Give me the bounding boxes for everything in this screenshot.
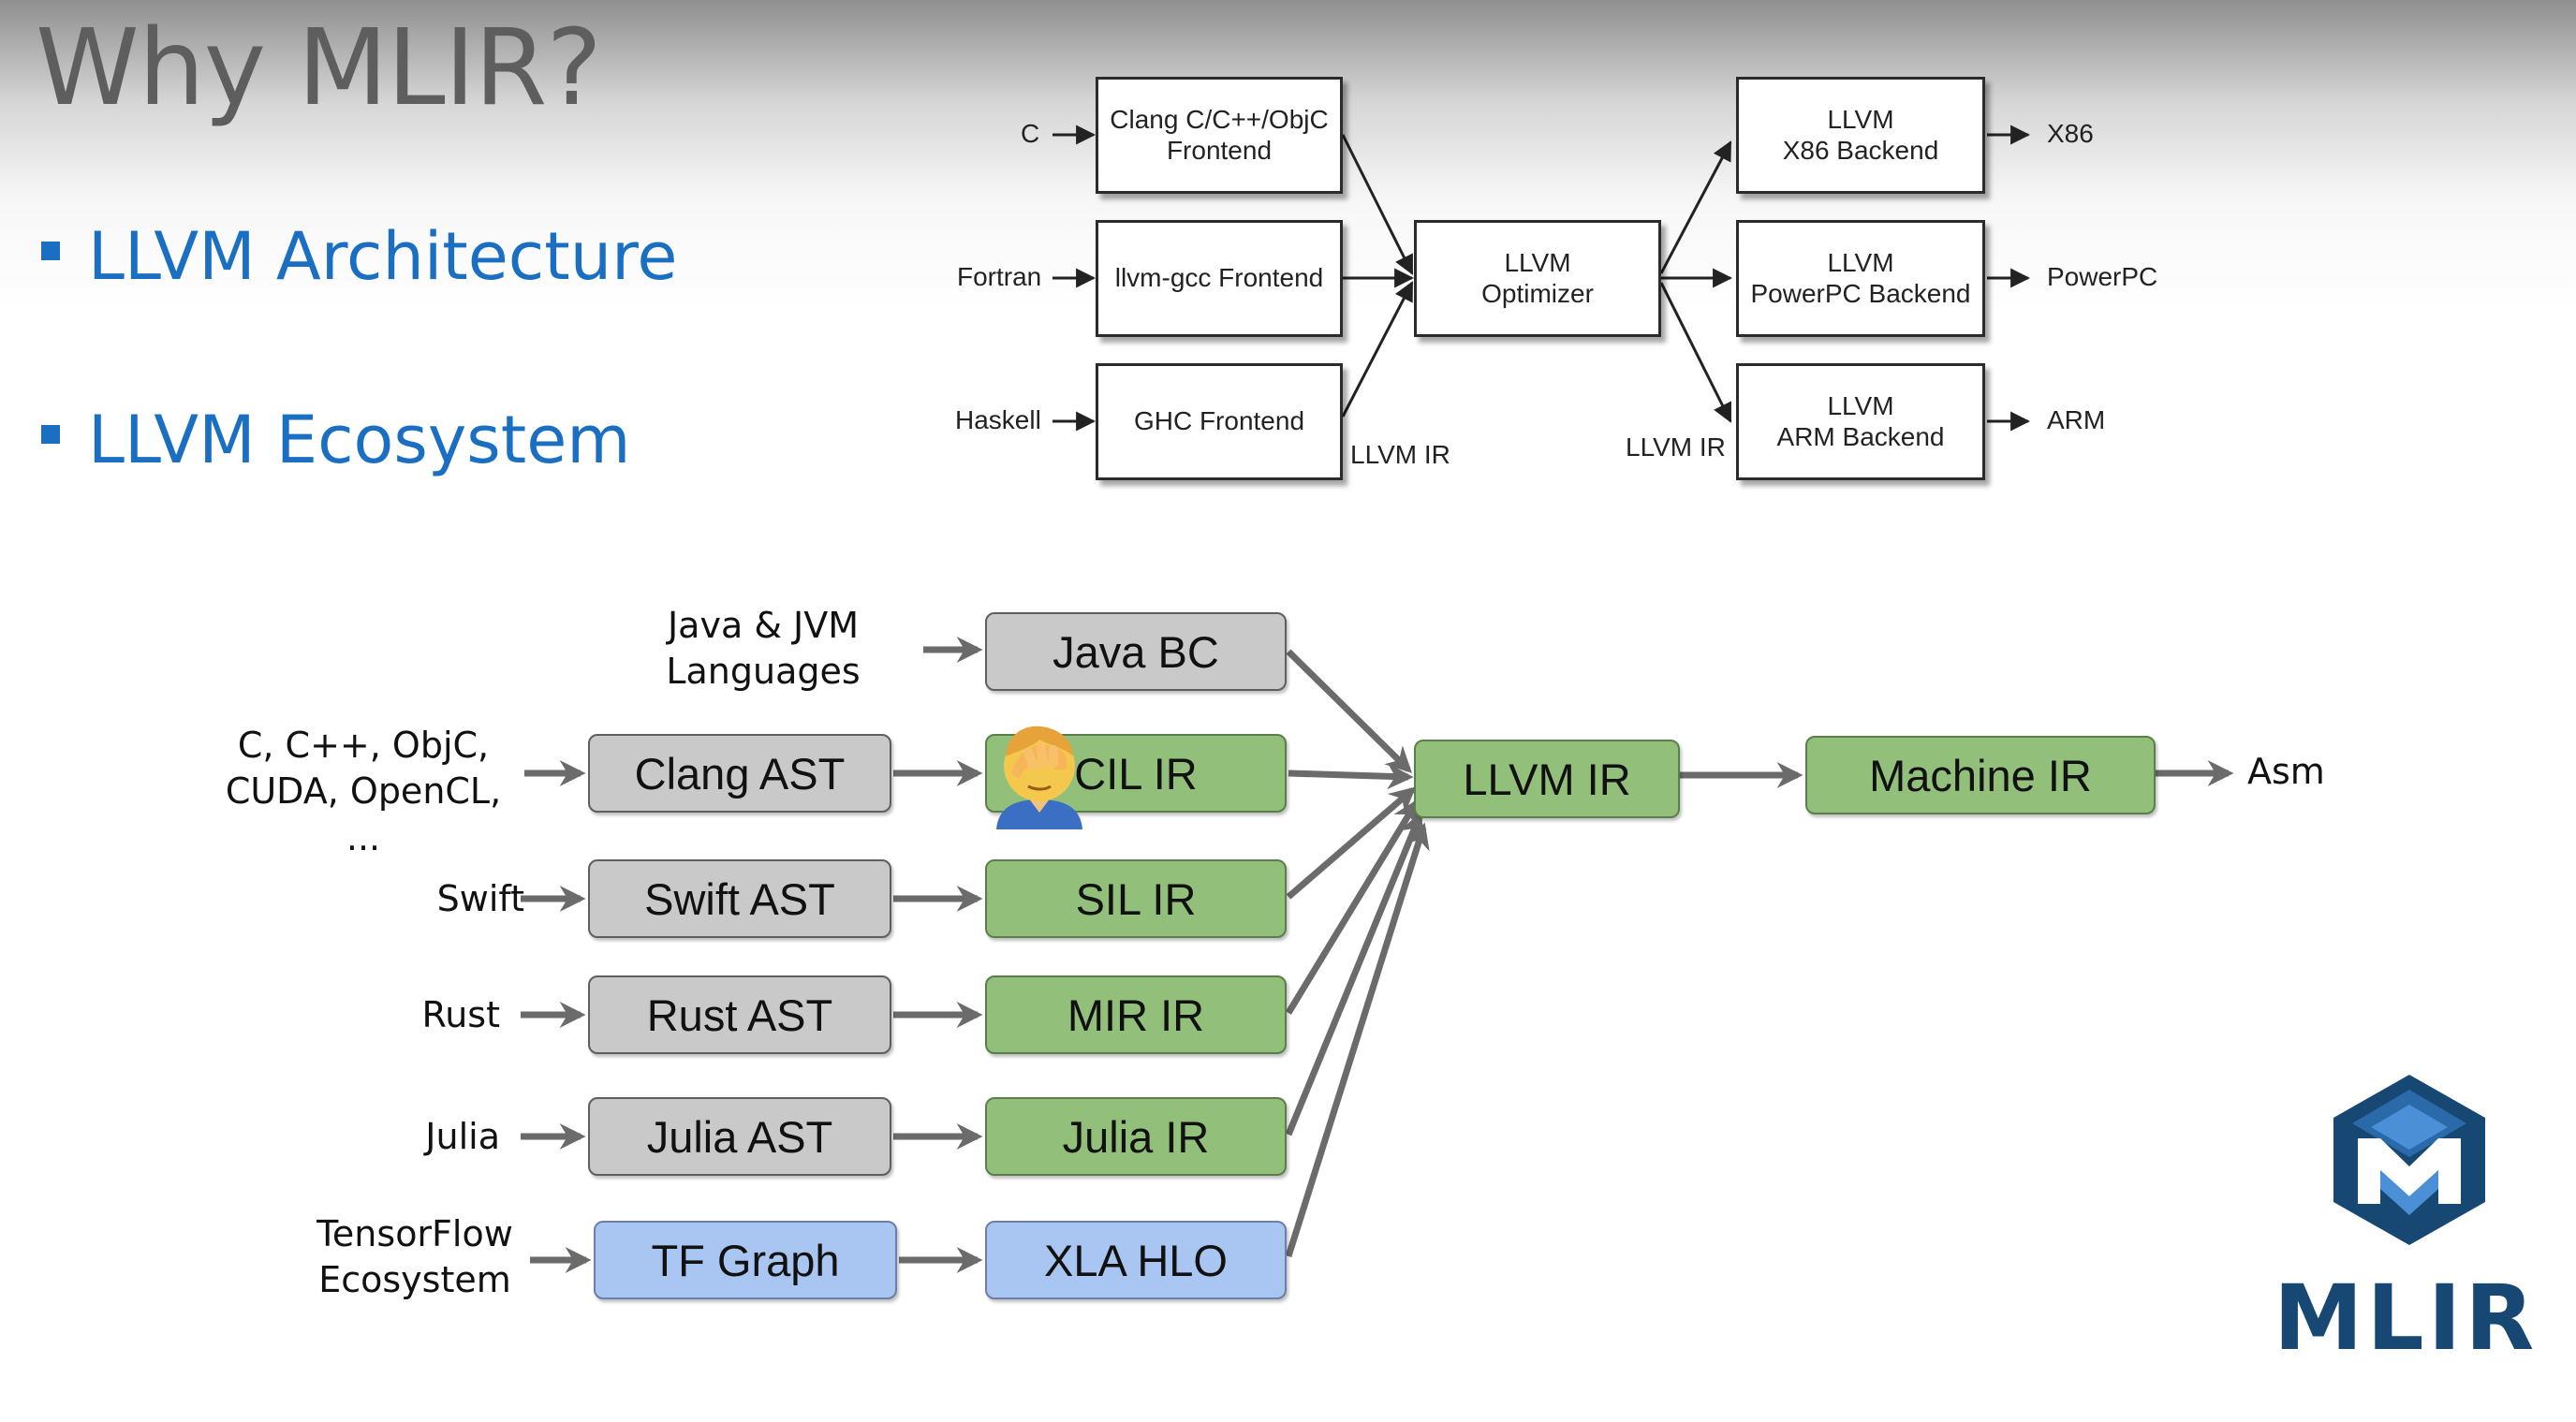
slide-title: Why MLIR? <box>36 7 602 129</box>
arrow-optimizer-arm <box>1659 282 1732 423</box>
llvm-ir-label-right: LLVM IR <box>1626 432 1726 462</box>
arrow-xla-llvmir <box>1285 822 1430 1258</box>
input-fortran: Fortran <box>957 262 1042 291</box>
target-arm: ARM <box>2047 405 2106 434</box>
lang-swift: Swift <box>436 878 524 919</box>
target-x86: X86 <box>2047 119 2094 148</box>
swift-ast-box: Swift AST <box>588 859 891 938</box>
rust-ast-box: Rust AST <box>588 975 891 1054</box>
mir-ir-box: MIR IR <box>985 975 1287 1054</box>
clang-ast-box: Clang AST <box>588 734 891 813</box>
arrow-clang-optimizer <box>1341 134 1414 275</box>
llvm-ir-label-left: LLVM IR <box>1350 440 1450 469</box>
powerpc-backend-box: LLVM PowerPC Backend <box>1736 220 1985 337</box>
bullet-square-icon <box>41 241 60 260</box>
input-haskell: Haskell <box>955 405 1041 434</box>
julia-ir-box: Julia IR <box>985 1097 1287 1176</box>
mlir-logo-text: MLIR <box>2274 1266 2539 1371</box>
ecosystem-arrows <box>521 637 2234 1273</box>
lang-rust: Rust <box>421 994 500 1035</box>
bullet-label: LLVM Ecosystem <box>88 401 631 478</box>
lang-julia: Julia <box>425 1116 500 1157</box>
arrow-sil-llvmir <box>1286 786 1417 900</box>
lang-tensorflow: TensorFlow Ecosystem <box>316 1213 513 1301</box>
java-bc-box: Java BC <box>985 612 1287 691</box>
bullet-square-icon <box>41 424 60 444</box>
bullet-llvm-architecture: LLVM Architecture <box>41 219 677 289</box>
bullet-llvm-ecosystem: LLVM Ecosystem <box>41 403 630 473</box>
ghc-frontend-box: GHC Frontend <box>1096 363 1343 480</box>
llvm-optimizer-box: LLVM Optimizer <box>1414 220 1661 337</box>
julia-ast-box: Julia AST <box>588 1097 891 1176</box>
target-powerpc: PowerPC <box>2047 262 2158 291</box>
arrow-optimizer-x86 <box>1659 140 1732 274</box>
lang-java: Java & JVM Languages <box>666 605 861 693</box>
sil-ir-box: SIL IR <box>985 859 1287 938</box>
arrow-mir-llvmir <box>1286 799 1419 1015</box>
arrow-javabc-llvmir <box>1286 649 1412 773</box>
output-asm: Asm <box>2247 751 2325 792</box>
llvm-gcc-frontend-box: llvm-gcc Frontend <box>1096 220 1343 337</box>
xla-hlo-box: XLA HLO <box>985 1221 1287 1299</box>
llvm-ir-box: LLVM IR <box>1414 740 1680 818</box>
facepalm-emoji-icon <box>996 726 1082 829</box>
lang-c-family: C, C++, ObjC, CUDA, OpenCL, ... <box>225 725 502 858</box>
bullet-label: LLVM Architecture <box>88 217 678 295</box>
arrow-juliair-llvmir <box>1285 811 1424 1136</box>
arm-backend-box: LLVM ARM Backend <box>1736 363 1985 480</box>
x86-backend-box: LLVM X86 Backend <box>1736 77 1985 194</box>
machine-ir-box: Machine IR <box>1805 736 2156 814</box>
arrow-cil-llvmir <box>1288 763 1414 790</box>
input-c: C <box>1021 119 1040 148</box>
arrow-ghc-optimizer <box>1341 281 1414 418</box>
tf-graph-box: TF Graph <box>594 1221 897 1299</box>
mlir-logo-icon <box>2333 1075 2485 1245</box>
clang-frontend-box: Clang C/C++/ObjC Frontend <box>1096 77 1343 194</box>
